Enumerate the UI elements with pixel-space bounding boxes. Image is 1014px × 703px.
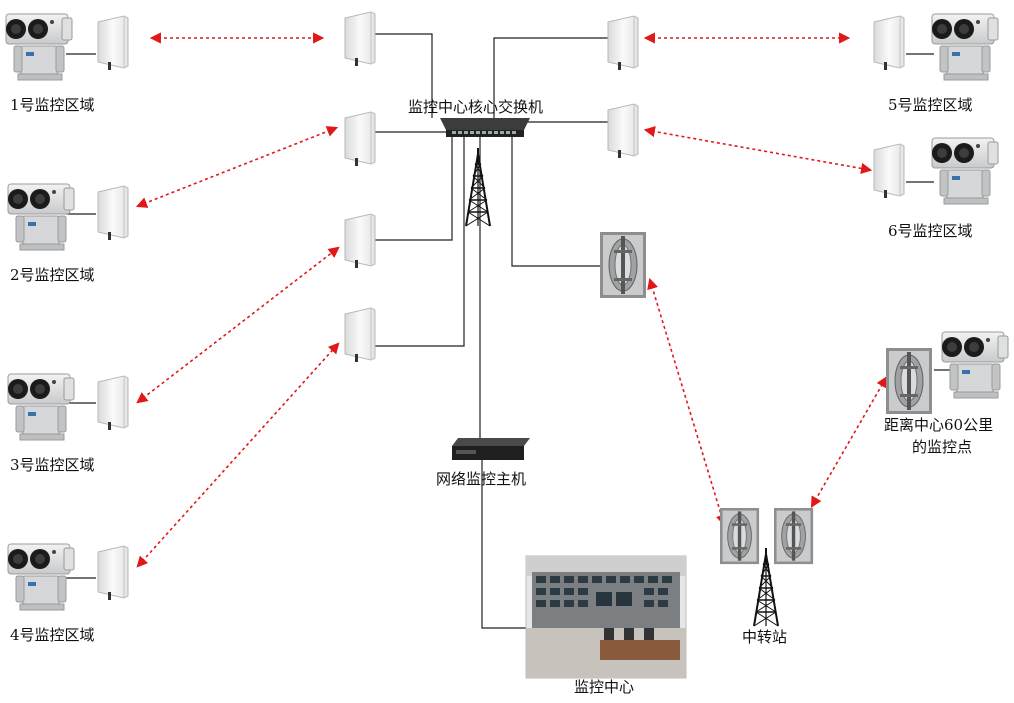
camera-area4-icon	[7, 543, 75, 611]
panel-antenna-area6-icon	[873, 143, 905, 199]
label-area6: 6号监控区域	[888, 222, 973, 240]
wire-host-center	[481, 460, 528, 629]
wire-panel-3	[373, 132, 453, 241]
label-area3: 3号监控区域	[10, 456, 95, 474]
panel-antenna-center6-icon	[607, 103, 639, 159]
camera-area3-icon	[7, 373, 75, 441]
label-monitoring-center: 监控中心	[574, 678, 635, 696]
link-area3	[136, 246, 340, 404]
link-relay-center	[647, 277, 727, 527]
grid-antenna-relay2-icon	[773, 507, 814, 565]
label-relay-station: 中转站	[742, 628, 788, 646]
label-area2: 2号监控区域	[10, 266, 95, 284]
camera-area6-icon	[931, 137, 999, 205]
label-area4: 4号监控区域	[10, 626, 95, 644]
panel-antenna-area3-icon	[97, 375, 129, 431]
wire-panel-5	[493, 37, 612, 118]
network-host-icon	[452, 438, 530, 460]
label-remote-point-line2: 的监控点	[912, 438, 973, 456]
tower-center-icon	[465, 147, 491, 227]
panel-antenna-center1-icon	[344, 11, 376, 67]
wire-panel-1	[373, 33, 433, 118]
label-remote-point-line1: 距离中心60公里	[884, 416, 994, 434]
wire-grid-relay	[511, 132, 600, 267]
panel-antenna-area5-icon	[873, 15, 905, 71]
panel-antenna-area1-icon	[97, 15, 129, 71]
panel-antenna-center3-icon	[344, 213, 376, 269]
panel-antenna-area2-icon	[97, 185, 129, 241]
wireless-links	[135, 32, 888, 568]
camera-area2-icon	[7, 183, 75, 251]
panel-antenna-center4-icon	[344, 307, 376, 363]
label-network-host: 网络监控主机	[436, 470, 527, 488]
label-area5: 5号监控区域	[888, 96, 973, 114]
camera-area5-icon	[931, 13, 999, 81]
link-area4	[136, 342, 340, 568]
panel-antenna-area4-icon	[97, 545, 129, 601]
label-area1: 1号监控区域	[10, 96, 95, 114]
wire-panel-4	[373, 132, 465, 347]
monitoring-center-image	[525, 555, 687, 679]
label-core-switch: 监控中心核心交换机	[408, 98, 544, 116]
camera-remote-icon	[941, 331, 1009, 399]
panel-antenna-center5-icon	[607, 15, 639, 71]
link-area6	[643, 126, 873, 174]
link-relay-remote	[810, 376, 888, 508]
core-switch-icon	[440, 118, 530, 137]
panel-antenna-center2-icon	[344, 111, 376, 167]
grid-antenna-center-icon	[599, 231, 647, 299]
grid-antenna-remote-icon	[885, 347, 933, 415]
camera-area1-icon	[5, 13, 73, 81]
grid-antenna-relay1-icon	[719, 507, 760, 565]
link-area2	[135, 126, 339, 208]
